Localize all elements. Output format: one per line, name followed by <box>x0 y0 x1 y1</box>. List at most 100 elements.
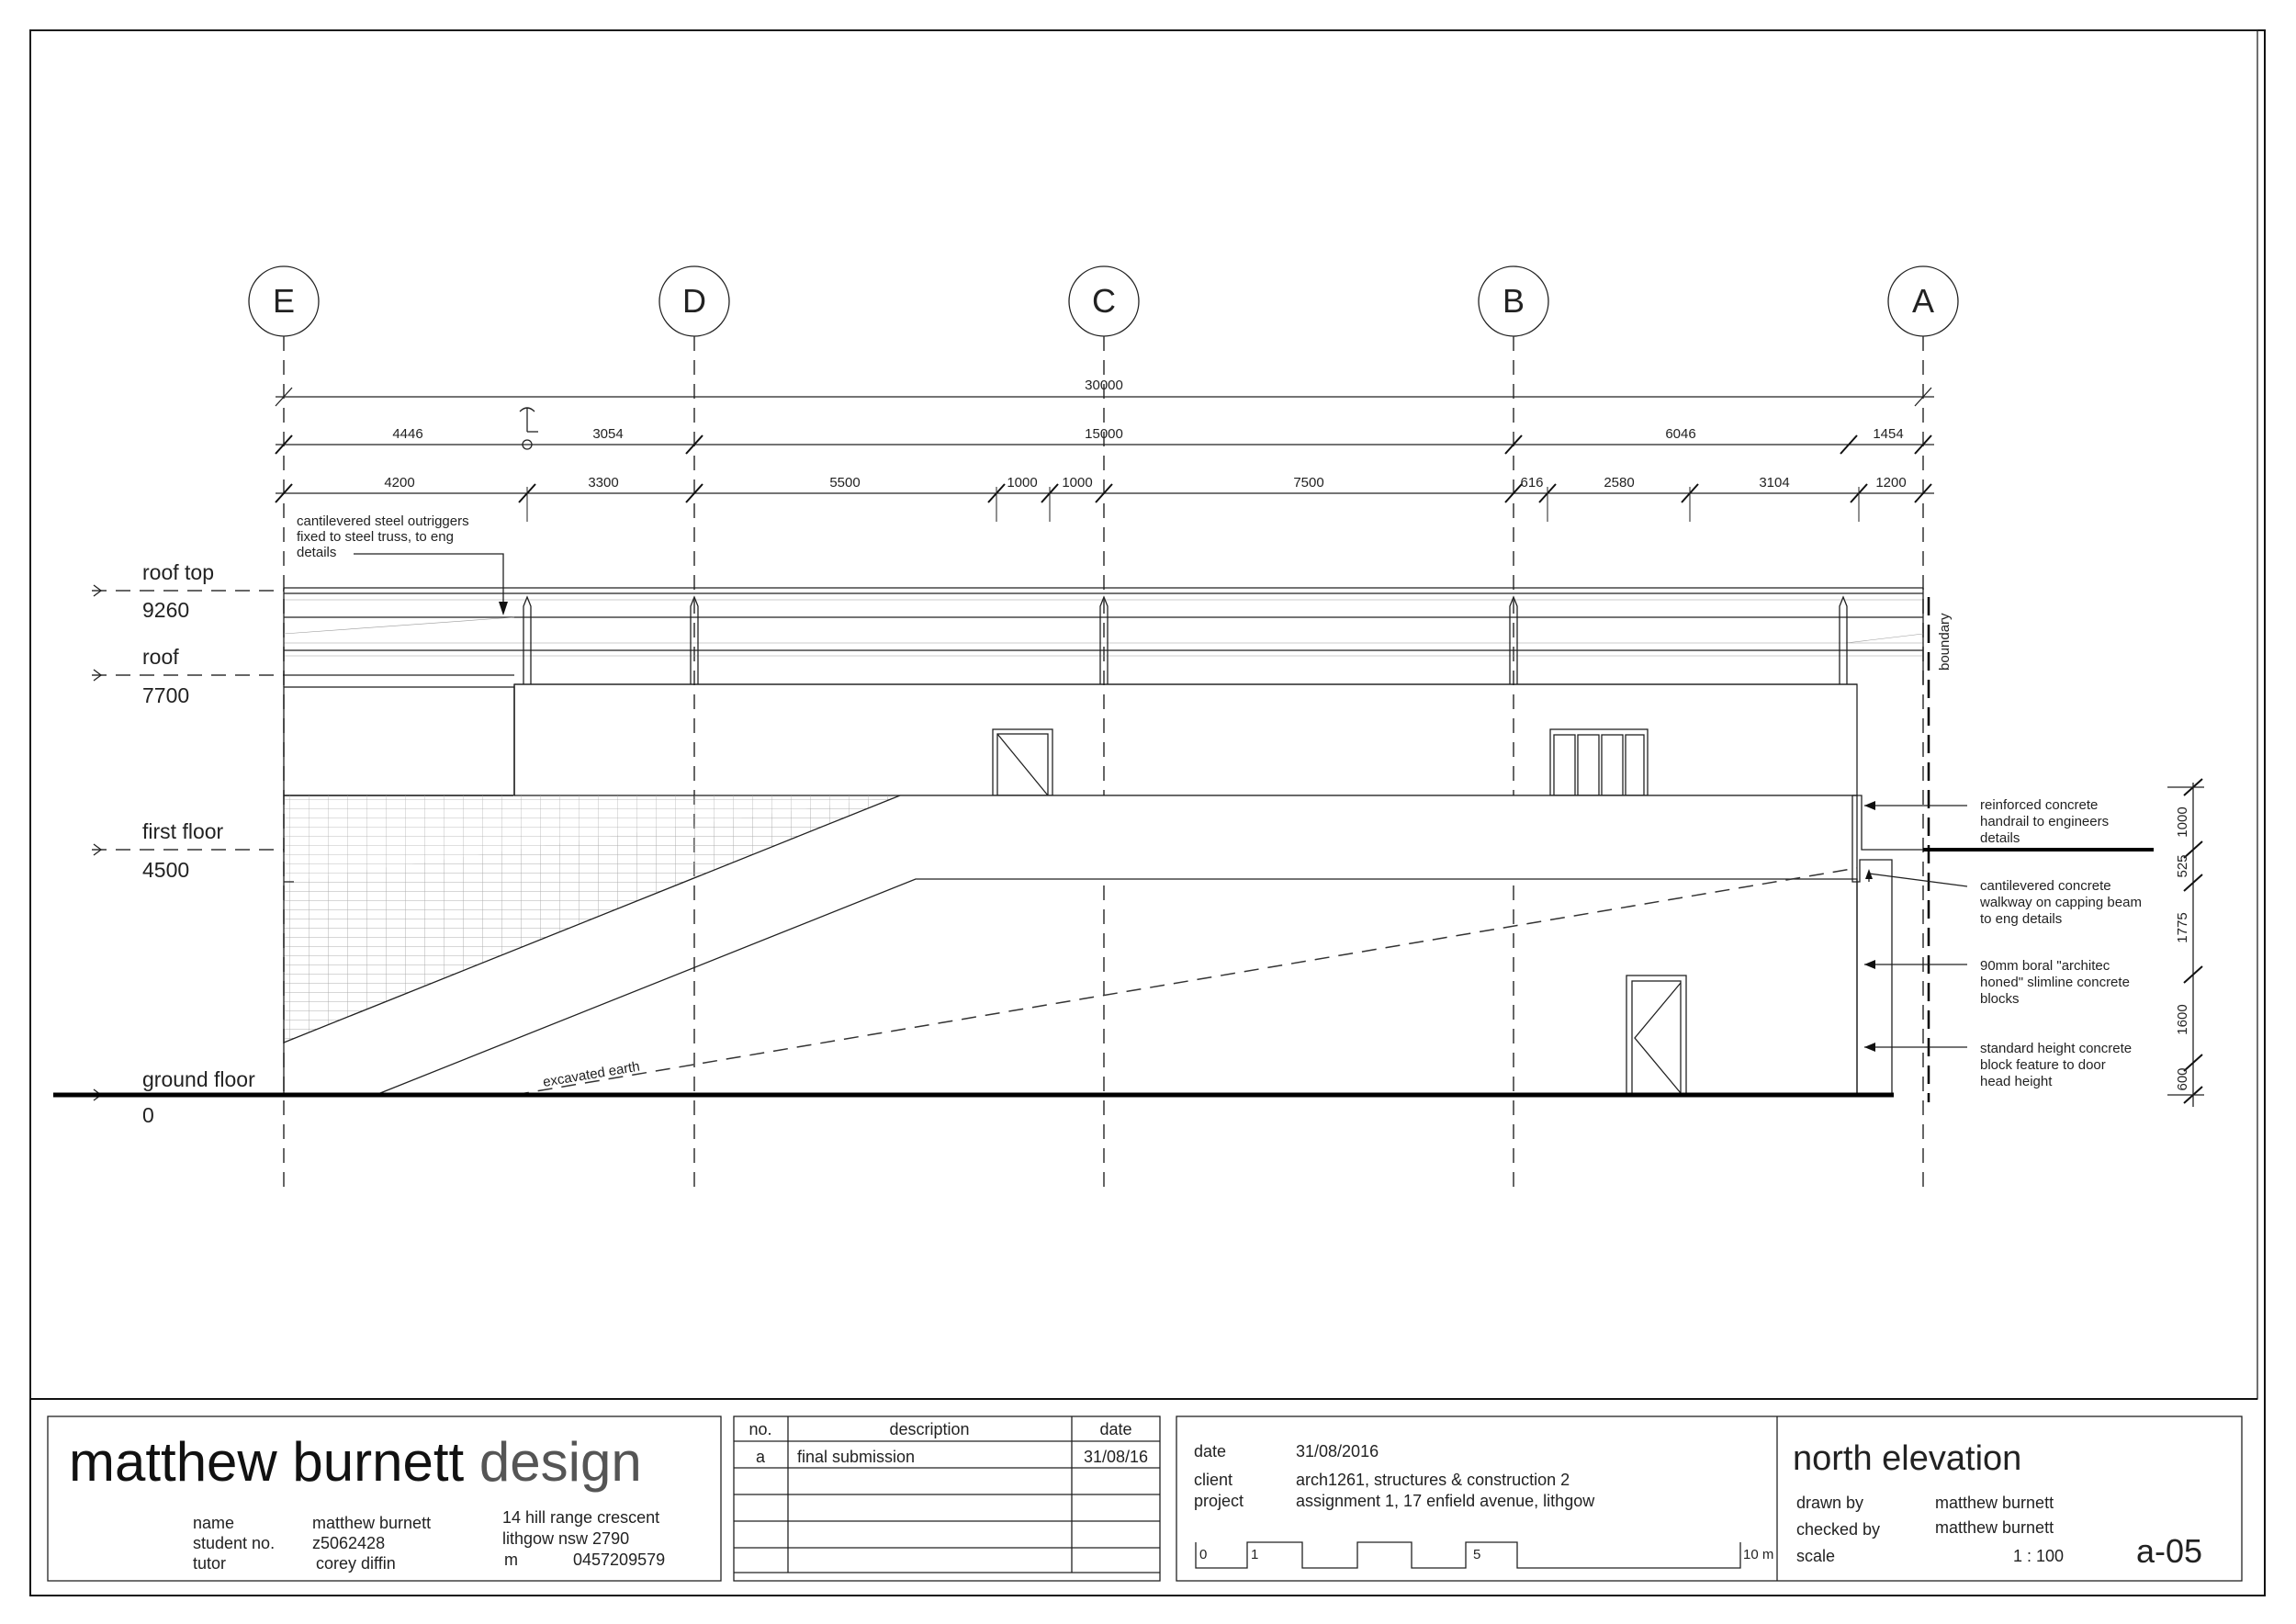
level-value: 7700 <box>142 683 189 707</box>
note-line: details <box>297 545 336 560</box>
dim-616: 616 <box>1520 475 1543 491</box>
walkway-and-handrail <box>1851 795 2154 1095</box>
right-vertical-dims: 1000 525 1775 1600 600 <box>2167 778 2204 1107</box>
level-markers: roof top 9260 roof 7700 first floor 4500… <box>92 560 284 1127</box>
annotation-line: reinforced concrete <box>1980 797 2098 813</box>
rev-header-no: no. <box>748 1420 771 1438</box>
dim-7500: 7500 <box>1293 475 1323 491</box>
level-name: ground floor <box>142 1067 255 1091</box>
brand-panel: matthew burnett design name matthew burn… <box>47 1415 722 1582</box>
project-label: project <box>1194 1492 1244 1510</box>
scale-tick-1: 1 <box>1251 1547 1258 1562</box>
roof-outriggers <box>523 595 1848 684</box>
annotation-blocks: 90mm boral "architec honed" slimline con… <box>1864 958 2130 1007</box>
checked-value: matthew burnett <box>1935 1518 2054 1537</box>
dim-1200: 1200 <box>1875 475 1906 491</box>
excavated-earth-label: excavated earth <box>542 1059 641 1090</box>
dim-3300: 3300 <box>588 475 618 491</box>
vdim-600: 600 <box>2175 1067 2190 1090</box>
drawn-label: drawn by <box>1796 1494 1863 1512</box>
right-annotations: reinforced concrete handrail to engineer… <box>1864 797 2142 1089</box>
annotation-line: blocks <box>1980 991 2020 1007</box>
level-name: roof <box>142 645 179 669</box>
upper-window-left <box>992 728 1053 796</box>
annotation-line: honed" slimline concrete <box>1980 975 2130 990</box>
level-name: first floor <box>142 819 224 843</box>
tutor-value: corey diffin <box>316 1554 396 1573</box>
outrigger-note: cantilevered steel outriggers fixed to s… <box>297 513 508 615</box>
upper-window-right <box>1549 728 1649 796</box>
vdim-1775: 1775 <box>2175 912 2190 942</box>
brand-name: matthew burnett design <box>69 1431 642 1493</box>
dim-overall: 30000 <box>1085 378 1123 393</box>
dim-1000a: 1000 <box>1007 475 1037 491</box>
phone-value: 0457209579 <box>573 1551 665 1569</box>
roof-structure <box>283 587 1924 687</box>
rev-no: a <box>756 1448 766 1466</box>
upper-wall <box>283 683 1858 796</box>
vdim-1000: 1000 <box>2175 806 2190 837</box>
lower-door <box>1626 975 1687 1096</box>
vdim-1600: 1600 <box>2175 1004 2190 1034</box>
annotation-line: 90mm boral "architec <box>1980 958 2110 974</box>
sheet-border-inner <box>29 29 2258 1400</box>
scale-tick-0: 0 <box>1199 1547 1207 1562</box>
level-value: 4500 <box>142 858 189 882</box>
level-roof: roof 7700 <box>92 645 284 707</box>
vdim-525: 525 <box>2175 854 2190 877</box>
annotation-line: cantilevered concrete <box>1980 878 2111 894</box>
revision-table: no. description date a final submission … <box>733 1415 1161 1582</box>
grid-axis-d: D <box>658 265 730 1194</box>
level-roof-top: roof top 9260 <box>92 560 284 622</box>
student-value: z5062428 <box>312 1534 385 1552</box>
scale-tick-10: 10 m <box>1743 1547 1773 1562</box>
annotation-handrail: reinforced concrete handrail to engineer… <box>1864 797 2109 846</box>
dim-1000b: 1000 <box>1062 475 1092 491</box>
boundary-line: boundary <box>1927 597 1953 1102</box>
sheet-title: north elevation <box>1793 1439 2021 1478</box>
elevation-drawing: E D C B A <box>53 265 2204 1194</box>
grid-label-d: D <box>682 282 706 320</box>
address-line-1: 14 hill range crescent <box>502 1508 659 1527</box>
dim-1454: 1454 <box>1873 426 1903 442</box>
grid-axis-c: C <box>1068 265 1140 1194</box>
project-info-panel: date 31/08/2016 client arch1261, structu… <box>1176 1415 2243 1582</box>
annotation-line: head height <box>1980 1074 2053 1089</box>
client-value: arch1261, structures & construction 2 <box>1296 1471 1570 1489</box>
brand-light: design <box>479 1431 642 1493</box>
level-first-floor: first floor 4500 <box>92 819 284 882</box>
annotation-line: to eng details <box>1980 911 2062 927</box>
rev-header-date: date <box>1099 1420 1131 1438</box>
phone-label: m <box>504 1551 518 1569</box>
checked-label: checked by <box>1796 1520 1880 1539</box>
scale-label: scale <box>1796 1547 1835 1565</box>
annotation-line: handrail to engineers <box>1980 814 2109 829</box>
project-value: assignment 1, 17 enfield avenue, lithgow <box>1296 1492 1595 1510</box>
grid-label-a: A <box>1912 282 1934 320</box>
grid-label-b: B <box>1503 282 1525 320</box>
level-ground-floor: ground floor 0 <box>93 1067 255 1127</box>
grid-label-e: E <box>273 282 295 320</box>
annotation-walkway: cantilevered concrete walkway on capping… <box>1865 869 2142 927</box>
sheet-number: a-05 <box>2136 1532 2202 1570</box>
grid-axis-a: A <box>1887 265 1959 1194</box>
level-value: 9260 <box>142 598 189 622</box>
dim-4446: 4446 <box>392 426 422 442</box>
brand-bold: matthew burnett <box>69 1431 465 1493</box>
level-value: 0 <box>142 1103 154 1127</box>
grid-label-c: C <box>1092 282 1116 320</box>
lower-walls: excavated earth <box>283 795 1858 1096</box>
scale-tick-5: 5 <box>1473 1547 1480 1562</box>
grid-axes: E D C B A <box>248 265 1959 1194</box>
boundary-label: boundary <box>1937 613 1953 671</box>
address-line-2: lithgow nsw 2790 <box>502 1529 629 1548</box>
rev-description: final submission <box>797 1448 915 1466</box>
note-line: fixed to steel truss, to eng <box>297 529 454 545</box>
dim-4200: 4200 <box>384 475 414 491</box>
rev-header-description: description <box>889 1420 969 1438</box>
annotation-line: details <box>1980 830 2020 846</box>
dimension-strings: 30000 4446 3054 15000 6046 1454 CL <box>275 378 1934 522</box>
dim-3104: 3104 <box>1759 475 1789 491</box>
grid-axis-e: E <box>248 265 320 1194</box>
